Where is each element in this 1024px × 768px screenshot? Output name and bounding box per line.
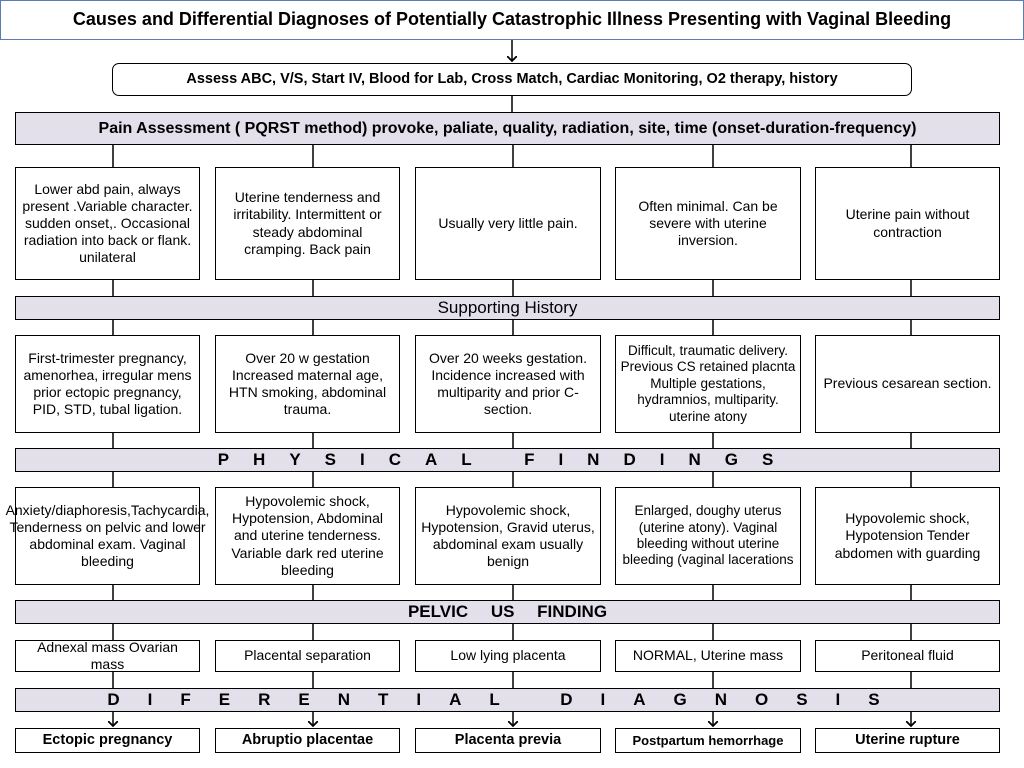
pelvic-rupture: Peritoneal fluid (815, 640, 1000, 672)
diagnosis-abruptio-placentae: Abruptio placentae (215, 728, 400, 753)
pelvic-us-header: PELVIC US FINDING (15, 600, 1000, 624)
pelvic-postpartum: NORMAL, Uterine mass (615, 640, 801, 672)
history-ectopic: First-trimester pregnancy, amenorhea, ir… (15, 335, 200, 433)
diagnosis-ectopic-pregnancy: Ectopic pregnancy (15, 728, 200, 753)
history-previa: Over 20 weeks gestation. Incidence incre… (415, 335, 601, 433)
pelvic-ectopic: Adnexal mass Ovarian mass (15, 639, 200, 672)
pelvic-previa: Low lying placenta (415, 640, 601, 672)
history-postpartum: Difficult, traumatic delivery. Previous … (615, 335, 801, 433)
pelvic-abruptio: Placental separation (215, 640, 400, 672)
physical-postpartum: Enlarged, doughy uterus (uterine atony).… (615, 487, 801, 585)
physical-findings-header: PHYSICAL FINDINGS (15, 448, 1000, 472)
page-title: Causes and Differential Diagnoses of Pot… (0, 0, 1024, 40)
history-rupture: Previous cesarean section. (815, 335, 1000, 433)
supporting-history-header: Supporting History (15, 296, 1000, 320)
physical-abruptio: Hypovolemic shock, Hypotension, Abdomina… (215, 487, 400, 585)
pain-assessment-header: Pain Assessment ( PQRST method) provoke,… (15, 112, 1000, 145)
physical-previa: Hypovolemic shock, Hypotension, Gravid u… (415, 487, 601, 585)
pain-abruptio: Uterine tenderness and irritability. Int… (215, 167, 400, 280)
differential-diagnosis-header: DIFERENTIAL DIAGNOSIS (15, 688, 1000, 712)
pain-rupture: Uterine pain without contraction (815, 167, 1000, 280)
assess-box: Assess ABC, V/S, Start IV, Blood for Lab… (112, 63, 912, 96)
pain-previa: Usually very little pain. (415, 167, 601, 280)
diagnosis-uterine-rupture: Uterine rupture (815, 728, 1000, 753)
pain-postpartum: Often minimal. Can be severe with uterin… (615, 167, 801, 280)
history-abruptio: Over 20 w gestation Increased maternal a… (215, 335, 400, 433)
pain-ectopic: Lower abd pain, always present .Variable… (15, 167, 200, 280)
diagnosis-placenta-previa: Placenta previa (415, 728, 601, 753)
physical-rupture: Hypovolemic shock, Hypotension Tender ab… (815, 487, 1000, 585)
diagnosis-postpartum-hemorrhage: Postpartum hemorrhage (615, 728, 801, 753)
physical-ectopic: Anxiety/diaphoresis,Tachycardia, Tendern… (6, 487, 209, 585)
